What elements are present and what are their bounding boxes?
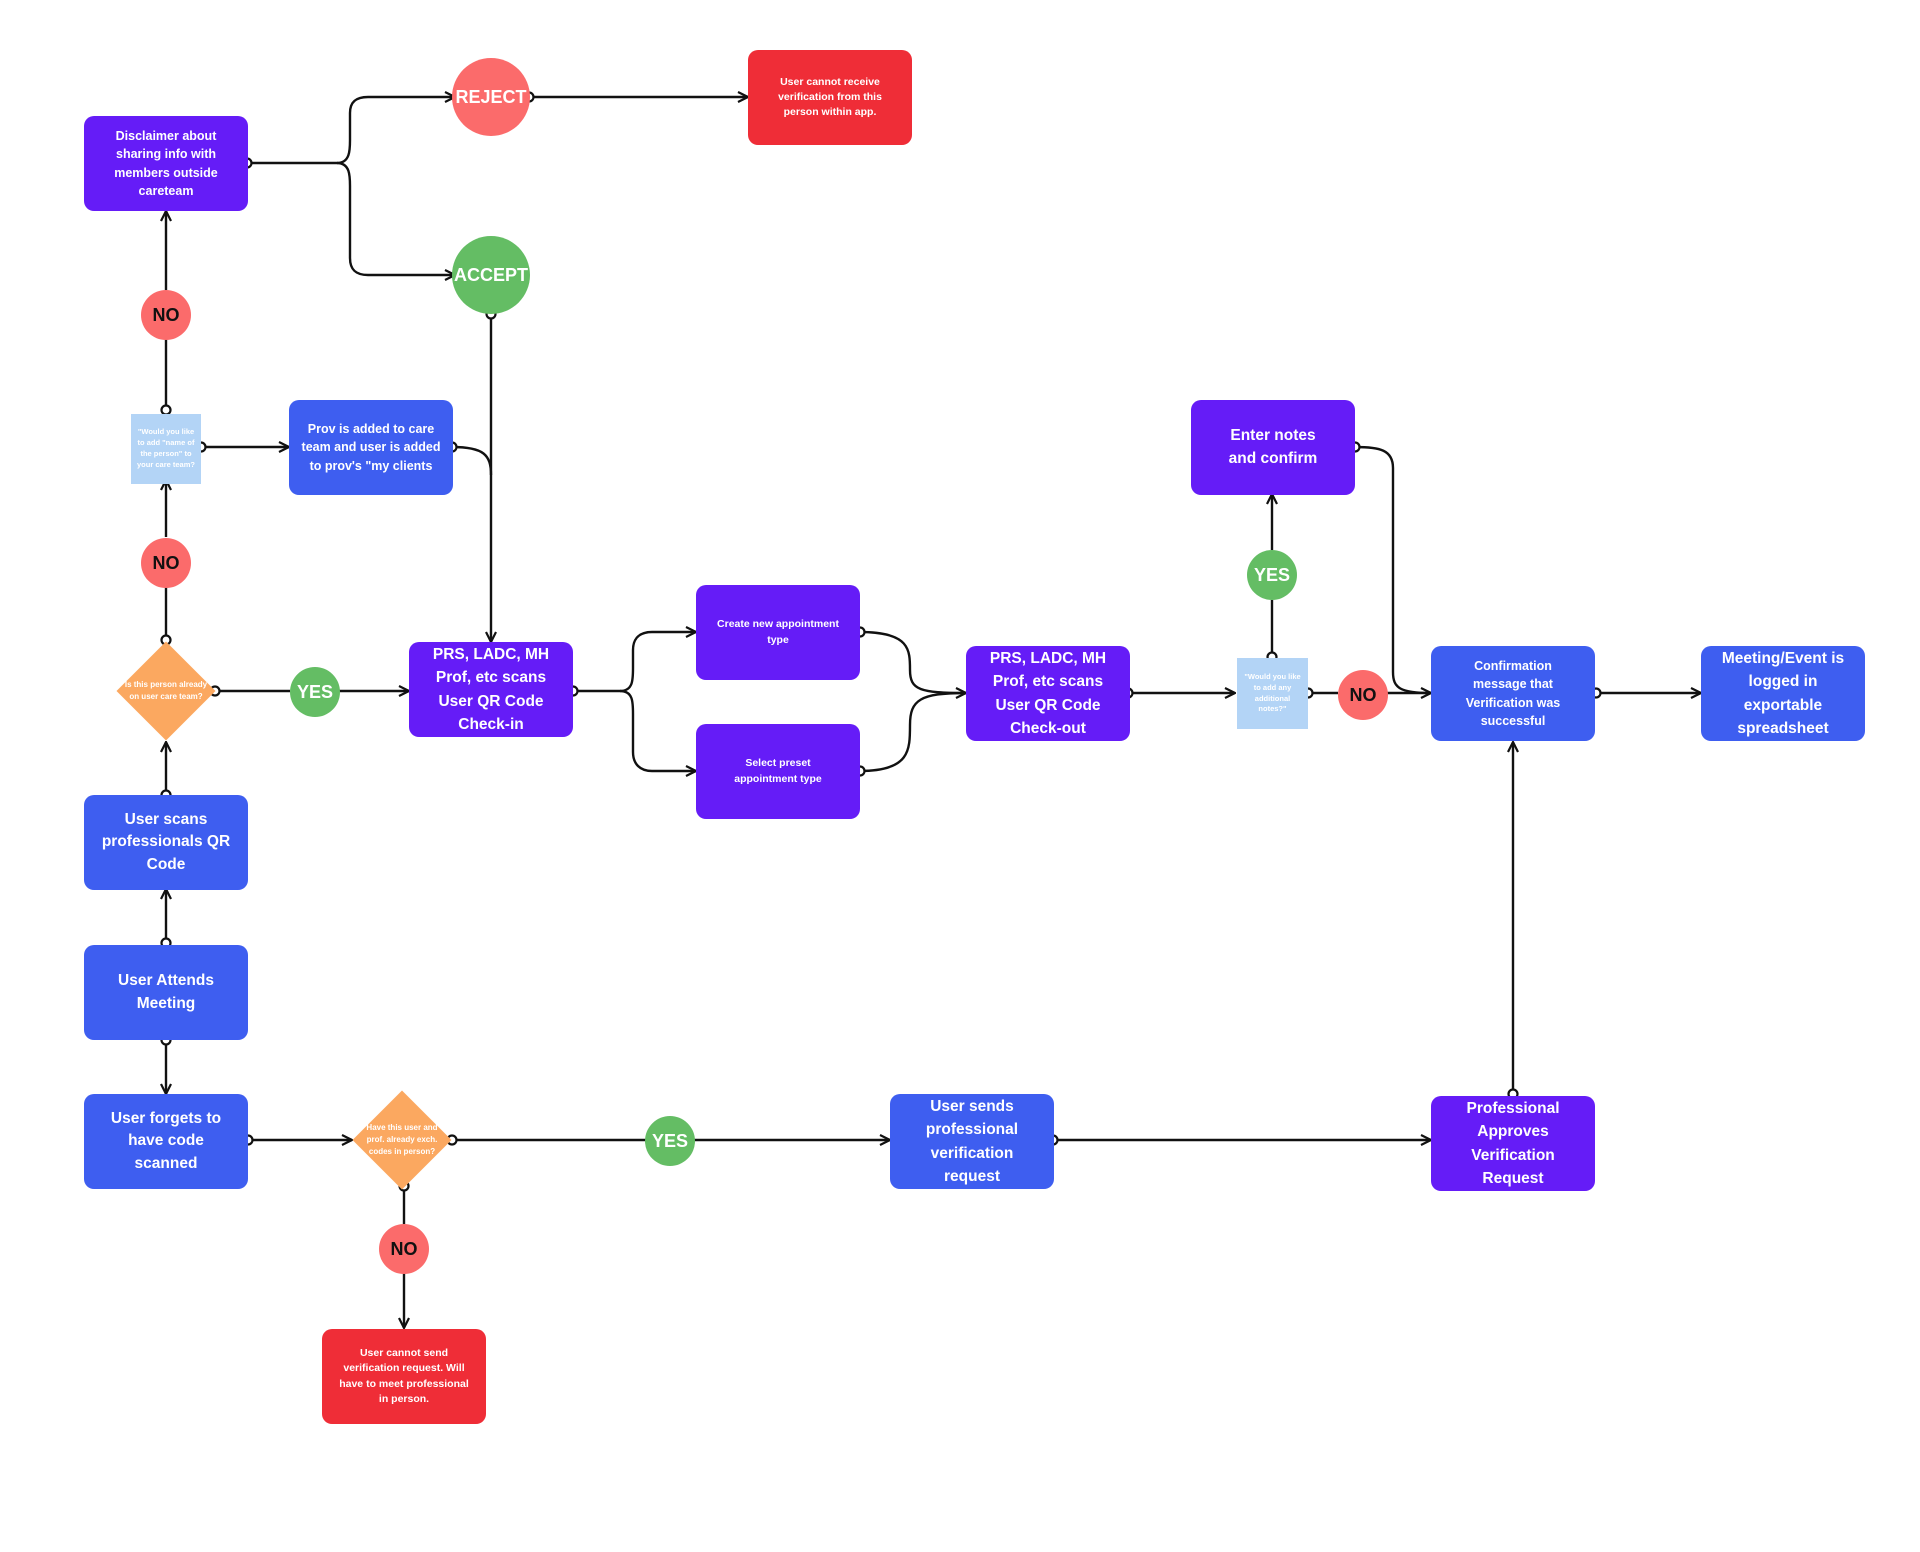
- connector-preset-to-checkout: [859, 691, 967, 773]
- would-you-like-note: "Would you like to add "name of the pers…: [131, 414, 201, 484]
- no-bottom-circle: NO: [379, 1224, 429, 1274]
- no-top-circle: NO: [141, 290, 191, 340]
- user-sends-box[interactable]: User sends professional verification req…: [890, 1094, 1054, 1189]
- connector-to-accept: [336, 161, 455, 275]
- prs-checkin-box[interactable]: PRS, LADC, MH Prof, etc scans User QR Co…: [409, 642, 573, 737]
- meeting-logged-box[interactable]: Meeting/Event is logged in exportable sp…: [1701, 646, 1865, 741]
- prov-added-box[interactable]: Prov is added to care team and user is a…: [289, 400, 453, 495]
- connector-prov-merge: [451, 445, 493, 476]
- would-you-notes-note: "Would you like to add any additional no…: [1237, 658, 1308, 729]
- accept-circle[interactable]: ACCEPT: [452, 236, 530, 314]
- user-forgets-box[interactable]: User forgets to have code scanned: [84, 1094, 248, 1189]
- yes-bottom-circle: YES: [645, 1116, 695, 1166]
- connector-notes-to-confirmation: [1354, 445, 1432, 695]
- prs-checkout-box[interactable]: PRS, LADC, MH Prof, etc scans User QR Co…: [966, 646, 1130, 741]
- connector-create-to-checkout: [859, 630, 966, 693]
- select-preset-box[interactable]: Select preset appointment type: [696, 724, 860, 819]
- confirmation-box[interactable]: Confirmation message that Verification w…: [1431, 646, 1595, 741]
- reject-circle[interactable]: REJECT: [452, 58, 530, 136]
- disclaimer-box[interactable]: Disclaimer about sharing info with membe…: [84, 116, 248, 211]
- cannot-receive-box: User cannot receive verification from th…: [748, 50, 912, 145]
- yes-left-circle: YES: [290, 667, 340, 717]
- connector-to-select-preset: [619, 689, 696, 771]
- no-mid-circle: NO: [141, 538, 191, 588]
- no-notes-circle: NO: [1338, 670, 1388, 720]
- enter-notes-box[interactable]: Enter notes and confirm: [1191, 400, 1355, 495]
- yes-notes-circle: YES: [1247, 550, 1297, 600]
- create-new-box[interactable]: Create new appointment type: [696, 585, 860, 680]
- connector-to-create-new: [619, 632, 696, 693]
- is-this-person-text: Is this person already on user care team…: [124, 680, 208, 701]
- user-scans-box[interactable]: User scans professionals QR Code: [84, 795, 248, 890]
- user-attends-box[interactable]: User Attends Meeting: [84, 945, 248, 1040]
- have-this-user-text: Have this user and prof. already exch. c…: [366, 1123, 438, 1156]
- professional-approves-box[interactable]: Professional Approves Verification Reque…: [1431, 1096, 1595, 1191]
- cannot-send-box: User cannot send verification request. W…: [322, 1329, 486, 1424]
- connector-to-reject: [336, 97, 455, 165]
